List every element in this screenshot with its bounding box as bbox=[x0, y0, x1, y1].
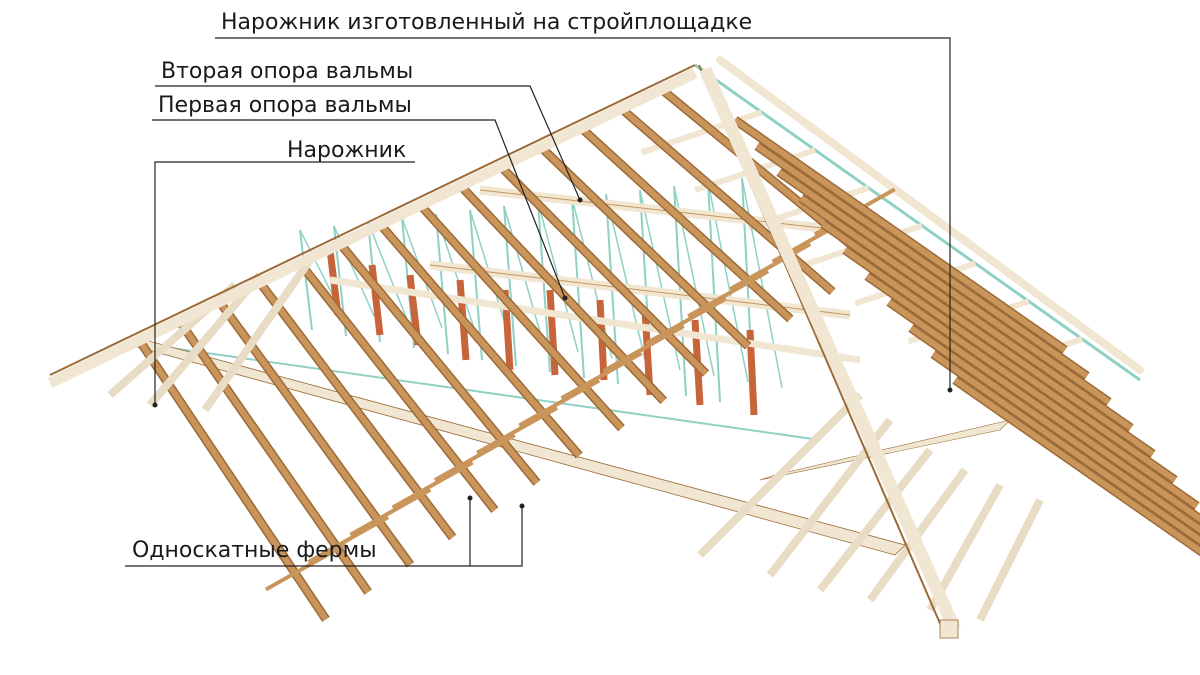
truss-bottom-chord bbox=[602, 324, 685, 373]
back-right-hip bbox=[716, 56, 1144, 374]
support-post bbox=[368, 264, 384, 336]
truss-bottom-chord bbox=[687, 269, 770, 319]
callout-first-hip-support-end bbox=[562, 295, 568, 301]
truss-bottom-chord bbox=[349, 488, 432, 537]
right-slope-rafter-face bbox=[909, 325, 1200, 534]
right-slope-rafter-face bbox=[755, 143, 1089, 379]
right-slope-rafter-face bbox=[865, 273, 1199, 509]
front-jack-rafter bbox=[697, 392, 863, 558]
single-pitch-truss-face bbox=[459, 184, 666, 403]
front-jack-rafter bbox=[976, 498, 1044, 622]
callout-second-hip-support bbox=[155, 85, 581, 201]
callout-second-hip-support-end bbox=[577, 197, 583, 203]
label-field-made-hip: Нарожник изготовленный на стройплощадке bbox=[221, 10, 753, 35]
lower-support-beam bbox=[329, 276, 861, 364]
front-wall-plate bbox=[128, 339, 906, 556]
truss-bottom-chord bbox=[729, 242, 812, 291]
web-member bbox=[299, 229, 313, 331]
single-pitch-truss-face bbox=[540, 146, 751, 349]
label-first-hip-support: Первая опора вальмы bbox=[158, 93, 412, 118]
front-jack-rafter bbox=[816, 447, 934, 593]
web-diagonal bbox=[571, 197, 613, 359]
right-slope-rafter-face bbox=[733, 117, 1067, 353]
callout-truss-arrow-right bbox=[519, 503, 525, 509]
left-hip-rafter bbox=[47, 68, 698, 388]
single-pitch-truss-face bbox=[419, 204, 624, 431]
callout-lines bbox=[125, 37, 953, 567]
web-member bbox=[571, 197, 585, 379]
callout-first-hip-support bbox=[152, 119, 566, 299]
right-slope-rafter-face bbox=[843, 247, 1177, 483]
right-slope-rafter-face bbox=[953, 377, 1200, 555]
label-hip-rafter: Нарожник bbox=[287, 138, 407, 163]
truss-bottom-chord bbox=[307, 515, 390, 564]
callout-hip-rafter bbox=[154, 161, 415, 405]
right-slope-rafter-face bbox=[887, 299, 1200, 523]
label-single-pitch-trusses: Односкатные фермы bbox=[132, 538, 377, 563]
right-slope-rafters bbox=[697, 116, 1200, 622]
right-slope-rafter-face bbox=[821, 221, 1155, 457]
single-pitch-truss-face bbox=[499, 165, 709, 376]
truss-bottom-chord bbox=[560, 351, 643, 400]
right-slope-rafter-face bbox=[777, 169, 1111, 405]
hip-rafters bbox=[47, 64, 961, 639]
right-slope-rafter-face bbox=[931, 351, 1200, 544]
web-diagonal bbox=[367, 221, 409, 323]
truss-bottom-chord bbox=[476, 406, 559, 455]
truss-bottom-chord bbox=[644, 296, 727, 346]
left-hip-edge bbox=[49, 64, 696, 376]
back-hip-outline bbox=[694, 63, 1141, 382]
callout-field-made-hip-end bbox=[947, 387, 953, 393]
right-slope-rafter-face bbox=[799, 195, 1133, 431]
callout-truss-arrow-left bbox=[467, 495, 473, 501]
label-second-hip-support: Вторая опора вальмы bbox=[161, 59, 414, 84]
single-pitch-truss-face bbox=[378, 223, 582, 458]
hip-rafter-end bbox=[939, 619, 959, 639]
web-member bbox=[435, 213, 449, 355]
front-hip-rafter bbox=[699, 66, 961, 633]
web-diagonal bbox=[605, 193, 647, 365]
truss-bottom-chord bbox=[264, 542, 347, 592]
single-pitch-truss-face bbox=[580, 126, 793, 322]
truss-bottom-chord bbox=[391, 460, 474, 510]
truss-bottom-chord bbox=[433, 433, 516, 482]
callout-single-pitch-trusses bbox=[125, 508, 523, 567]
single-pitch-truss-face bbox=[258, 281, 456, 540]
truss-bottom-chord bbox=[518, 378, 601, 428]
jack-rafter bbox=[201, 257, 314, 413]
callout-field-made-hip bbox=[215, 37, 951, 390]
single-pitch-trusses bbox=[107, 86, 896, 622]
callout-hip-rafter-end bbox=[152, 402, 158, 408]
support-post bbox=[546, 289, 559, 376]
